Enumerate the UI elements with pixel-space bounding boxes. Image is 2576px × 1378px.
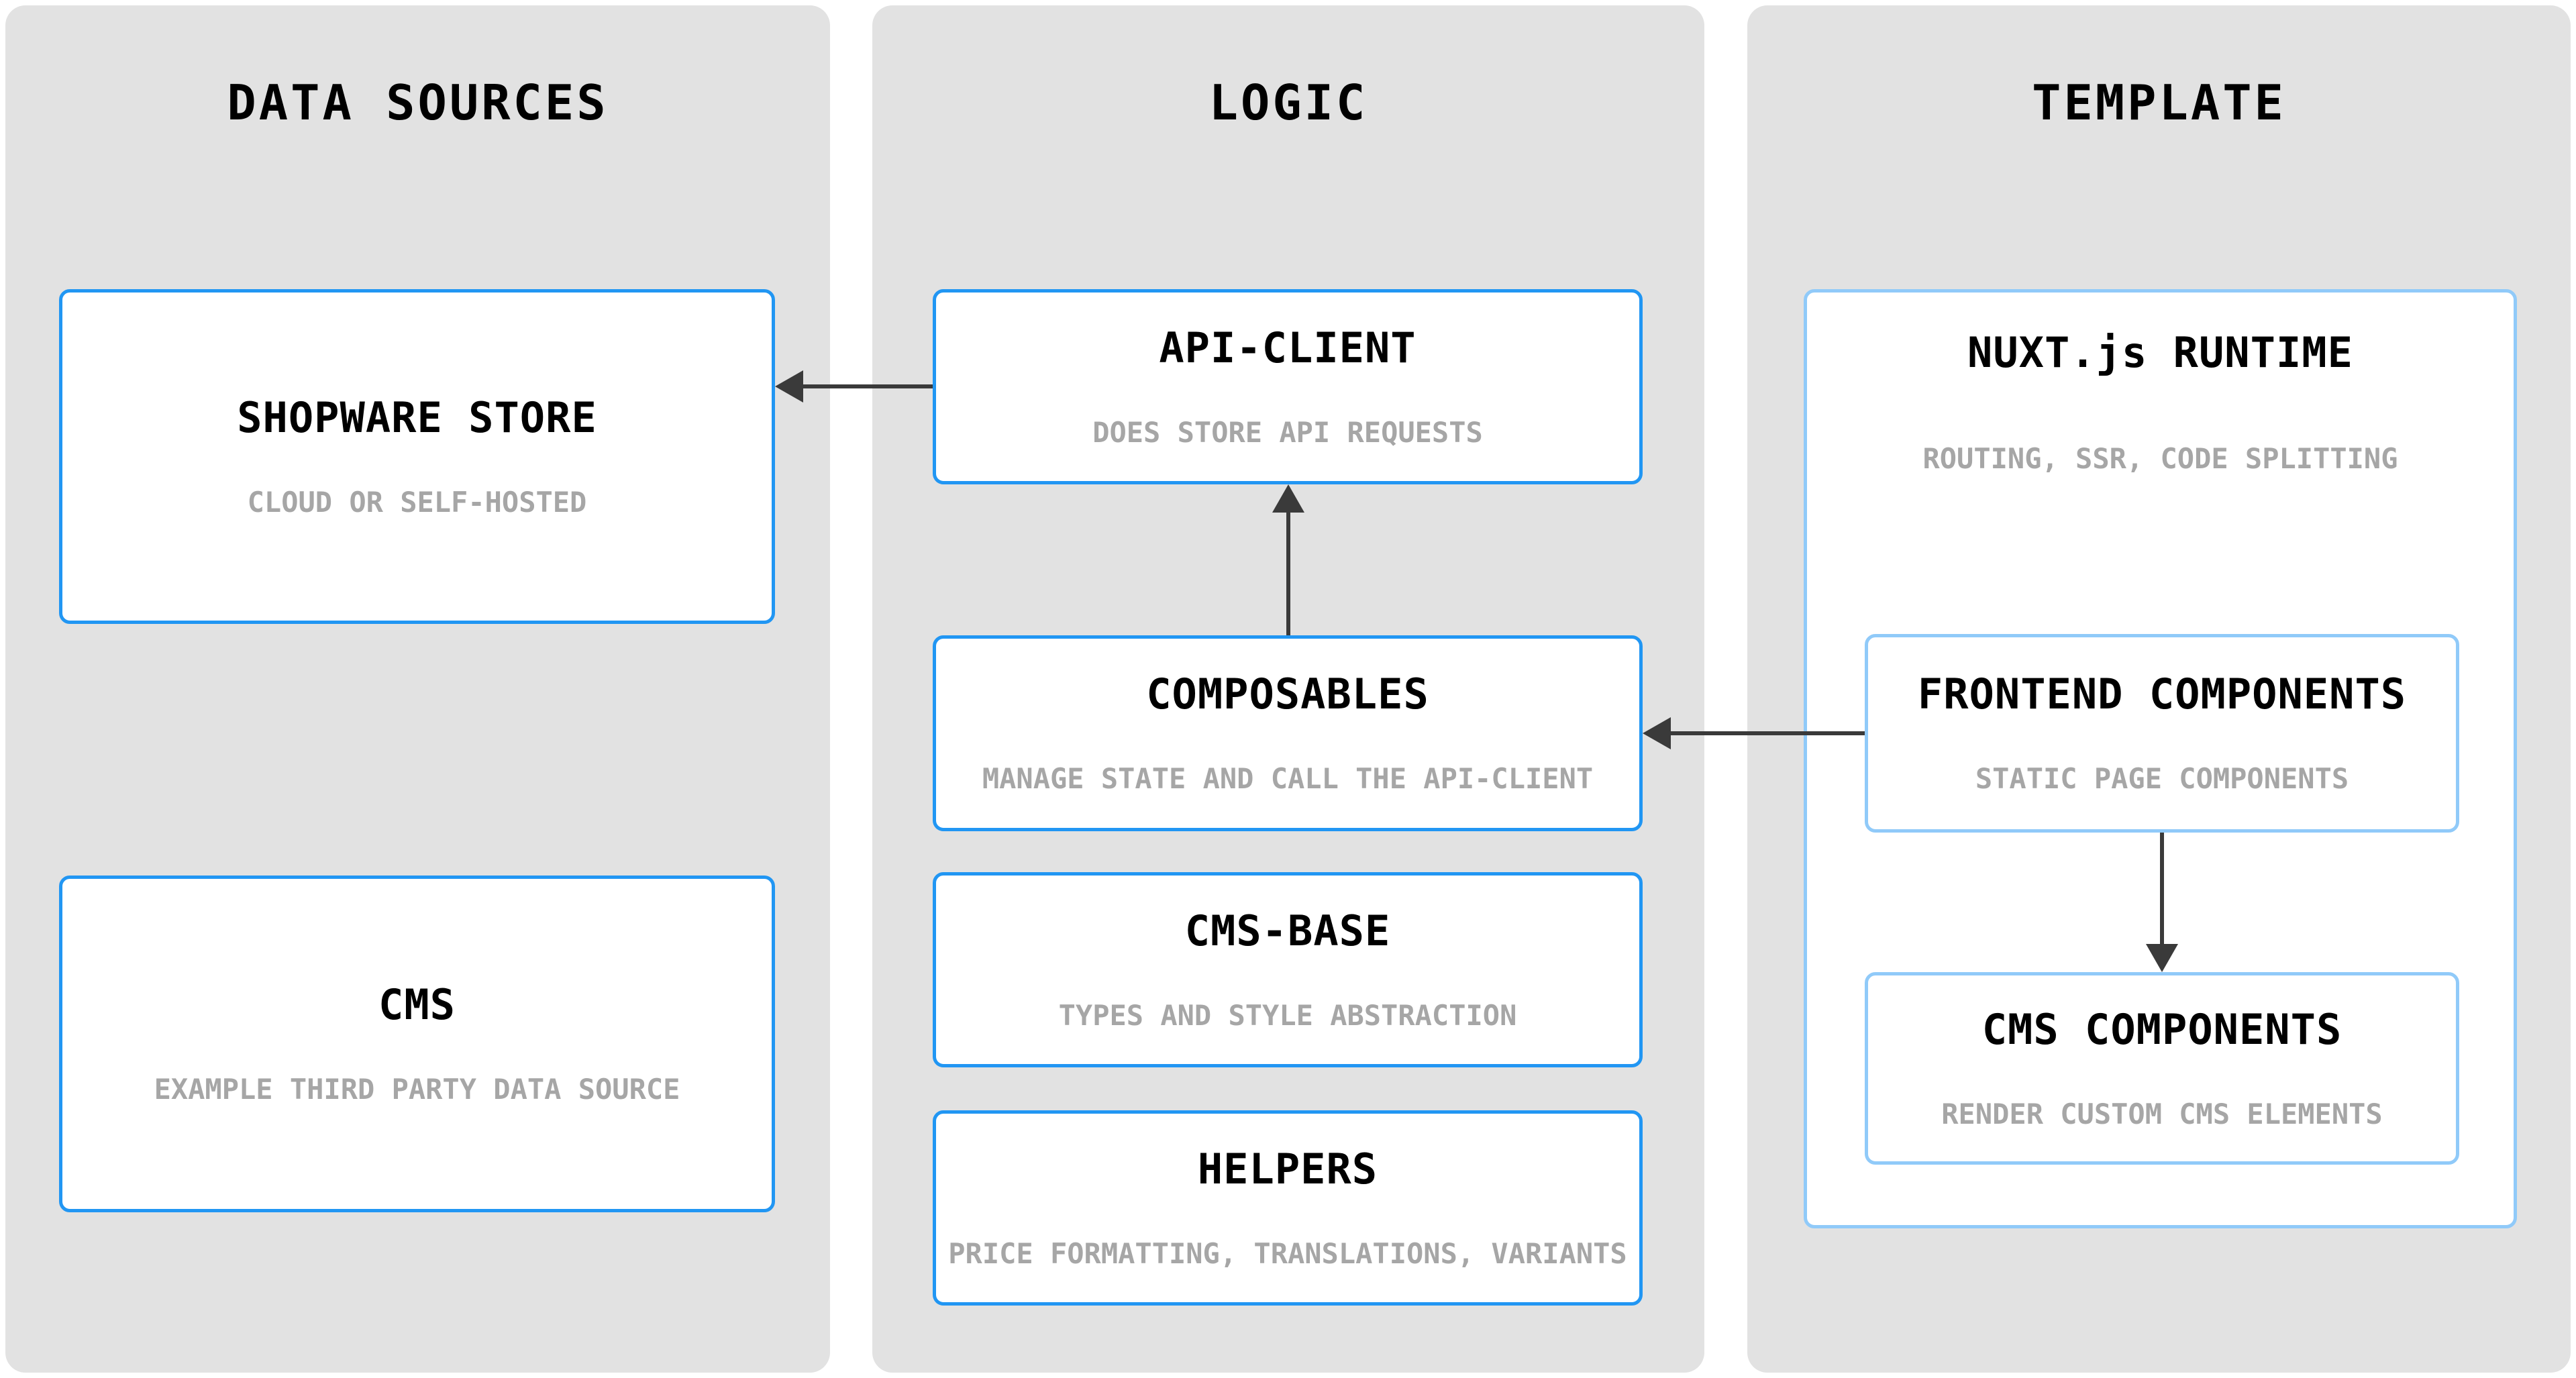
box-helpers: HELPERS PRICE FORMATTING, TRANSLATIONS, … xyxy=(933,1110,1643,1306)
box-subtitle-cms: EXAMPLE THIRD PARTY DATA SOURCE xyxy=(154,1073,680,1106)
box-composables: COMPOSABLES MANAGE STATE AND CALL THE AP… xyxy=(933,635,1643,831)
box-title-nuxt-runtime: NUXT.js RUNTIME xyxy=(1967,328,2353,377)
box-subtitle-composables: MANAGE STATE AND CALL THE API-CLIENT xyxy=(982,762,1594,795)
box-subtitle-shopware-store: CLOUD OR SELF-HOSTED xyxy=(247,485,587,519)
box-title-frontend-components: FRONTEND COMPONENTS xyxy=(1917,670,2407,719)
box-subtitle-helpers: PRICE FORMATTING, TRANSLATIONS, VARIANTS xyxy=(948,1236,1627,1270)
box-subtitle-frontend-components: STATIC PAGE COMPONENTS xyxy=(1975,762,2349,795)
box-subtitle-cms-components: RENDER CUSTOM CMS ELEMENTS xyxy=(1941,1097,2383,1130)
box-subtitle-api-client: DOES STORE API REQUESTS xyxy=(1092,415,1483,449)
box-title-shopware-store: SHOPWARE STORE xyxy=(237,392,597,442)
column-title-template: TEMPLATE xyxy=(2032,74,2286,131)
column-title-logic: LOGIC xyxy=(1208,74,1368,131)
box-cms: CMS EXAMPLE THIRD PARTY DATA SOURCE xyxy=(59,876,775,1212)
box-cms-base: CMS-BASE TYPES AND STYLE ABSTRACTION xyxy=(933,872,1643,1067)
box-title-helpers: HELPERS xyxy=(1197,1144,1378,1194)
box-subtitle-nuxt-runtime: ROUTING, SSR, CODE SPLITTING xyxy=(1922,442,2398,475)
box-subtitle-cms-base: TYPES AND STYLE ABSTRACTION xyxy=(1058,998,1517,1032)
box-title-api-client: API-CLIENT xyxy=(1159,323,1416,372)
column-title-data-sources: DATA SOURCES xyxy=(227,74,609,131)
box-title-composables: COMPOSABLES xyxy=(1146,670,1429,719)
box-shopware-store: SHOPWARE STORE CLOUD OR SELF-HOSTED xyxy=(59,289,775,624)
box-api-client: API-CLIENT DOES STORE API REQUESTS xyxy=(933,289,1643,484)
box-frontend-components: FRONTEND COMPONENTS STATIC PAGE COMPONEN… xyxy=(1865,634,2459,833)
box-title-cms-components: CMS COMPONENTS xyxy=(1981,1004,2342,1054)
box-title-cms: CMS xyxy=(378,980,456,1029)
box-title-cms-base: CMS-BASE xyxy=(1184,906,1391,955)
box-cms-components: CMS COMPONENTS RENDER CUSTOM CMS ELEMENT… xyxy=(1865,972,2459,1165)
